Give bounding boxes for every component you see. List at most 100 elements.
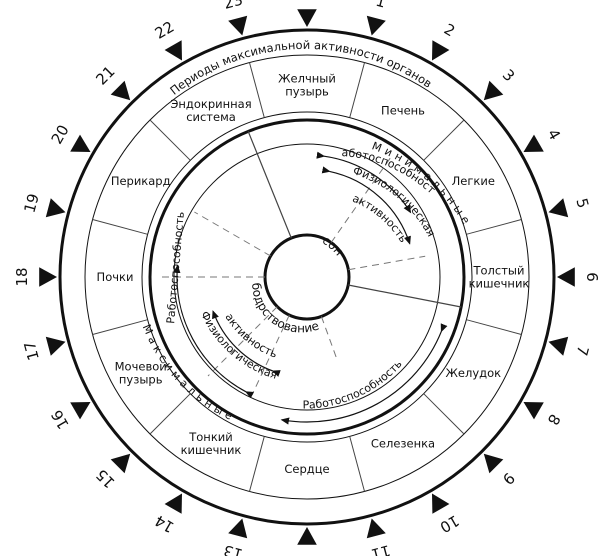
- organ-label-line: пузырь: [285, 85, 329, 99]
- hour-tick-10: [432, 493, 450, 514]
- hour-tick-1: [366, 15, 386, 36]
- organ-label-line: Селезенка: [371, 436, 435, 450]
- dashed-guide: [194, 211, 271, 257]
- hour-label-22: 22: [152, 18, 178, 43]
- organ-separator: [423, 119, 465, 161]
- hour-tick-17: [45, 336, 66, 356]
- hour-tick-19: [45, 198, 66, 218]
- organ-label-line: Печень: [381, 104, 425, 118]
- organ-label-line: кишечник: [469, 277, 530, 291]
- title-ring: [84, 54, 530, 500]
- organ-label-line: Легкие: [452, 174, 495, 188]
- hour-label-8: 8: [544, 411, 564, 428]
- maximal-work-arc-left: [173, 264, 255, 399]
- hour-tick-3: [483, 80, 504, 101]
- organ-ring-inner-edge: [141, 111, 473, 443]
- hour-tick-5: [548, 198, 569, 218]
- hour-label-19: 19: [21, 192, 43, 215]
- hour-label-5: 5: [572, 196, 592, 210]
- organ-separator: [466, 319, 522, 335]
- inner-thick-ring: [148, 118, 466, 436]
- organ-label-line: система: [186, 110, 236, 124]
- hour-tick-14: [164, 493, 182, 514]
- hour-label-23: 23: [222, 0, 245, 13]
- hour-tick-13: [228, 518, 248, 539]
- hour-tick-20: [70, 134, 91, 152]
- hour-label-9: 9: [499, 469, 518, 488]
- organ-separator: [249, 436, 265, 492]
- organ-label-line: Почки: [97, 270, 134, 284]
- hour-label-12: 12: [297, 553, 316, 556]
- hour-tick-6: [557, 267, 575, 287]
- organ-label: Перикард: [111, 174, 171, 188]
- organ-separator: [349, 436, 365, 492]
- dashed-guide: [348, 255, 426, 271]
- organ-label: Желудок: [446, 366, 502, 380]
- organ-label: Сердце: [284, 462, 329, 476]
- organ-separator: [149, 119, 191, 161]
- hour-label-24: 24: [297, 0, 316, 1]
- organ-label-line: Желчный: [278, 72, 336, 86]
- hour-label-6: 6: [583, 272, 601, 282]
- maximal-work-path-b: Работоспособность: [302, 357, 404, 411]
- hour-tick-11: [366, 518, 386, 539]
- hour-label-21: 21: [92, 62, 118, 88]
- organ-separator: [349, 62, 365, 118]
- hour-label-15: 15: [92, 465, 118, 491]
- maximal-work-arc: [280, 323, 448, 425]
- organ-label: Легкие: [452, 174, 495, 188]
- hour-tick-16: [70, 402, 91, 420]
- hour-tick-7: [548, 336, 569, 356]
- hour-label-17: 17: [21, 339, 43, 362]
- hour-tick-4: [523, 134, 544, 152]
- hour-tick-9: [483, 453, 504, 474]
- hour-label-18: 18: [13, 267, 31, 286]
- hour-tick-24: [297, 9, 317, 27]
- hour-tick-23: [228, 15, 248, 36]
- hour-tick-21: [110, 80, 131, 101]
- wake-label: бодрствование: [249, 282, 321, 335]
- organ-separator: [149, 393, 191, 435]
- inner-dial: [148, 118, 466, 436]
- organ-label: Селезенка: [371, 436, 435, 450]
- hour-label-7: 7: [572, 344, 592, 358]
- hour-label-1: 1: [374, 0, 388, 12]
- organ-label-line: пузырь: [119, 373, 163, 387]
- outer-ring: [58, 28, 556, 526]
- organ-label-line: Тонкий: [188, 430, 232, 444]
- organ-label-line: Толстый: [473, 264, 525, 278]
- hour-tick-22: [164, 40, 182, 61]
- organ-label: Печень: [381, 104, 425, 118]
- maximal-work-label-b: Работоспособность: [302, 357, 404, 411]
- hour-label-3: 3: [499, 66, 518, 85]
- hour-label-14: 14: [152, 511, 178, 536]
- hour-tick-15: [110, 453, 131, 474]
- organ-separator: [92, 319, 148, 335]
- organ-separator: [423, 393, 465, 435]
- hour-tick-12: [297, 527, 317, 545]
- organ-label: Почки: [97, 270, 134, 284]
- sleep-wake-divider: [348, 284, 462, 308]
- wake-label-path: бодрствование: [249, 282, 321, 335]
- hour-label-11: 11: [369, 541, 392, 556]
- hour-label-16: 16: [48, 407, 73, 433]
- hour-label-2: 2: [441, 20, 458, 40]
- sleep-wake-divider: [247, 131, 292, 239]
- organ-label-line: Эндокринная: [170, 97, 251, 111]
- organ-label-line: кишечник: [181, 443, 242, 457]
- organ-separator: [249, 62, 265, 118]
- hour-tick-8: [523, 402, 544, 420]
- organ-label-line: Мочевой: [115, 360, 167, 374]
- maximal-work-label-a: Работоспособность: [164, 211, 187, 324]
- organ-label-line: Сердце: [284, 462, 329, 476]
- hour-tick-2: [432, 40, 450, 61]
- hour-label-20: 20: [48, 122, 73, 148]
- organ-label-line: Желудок: [446, 366, 502, 380]
